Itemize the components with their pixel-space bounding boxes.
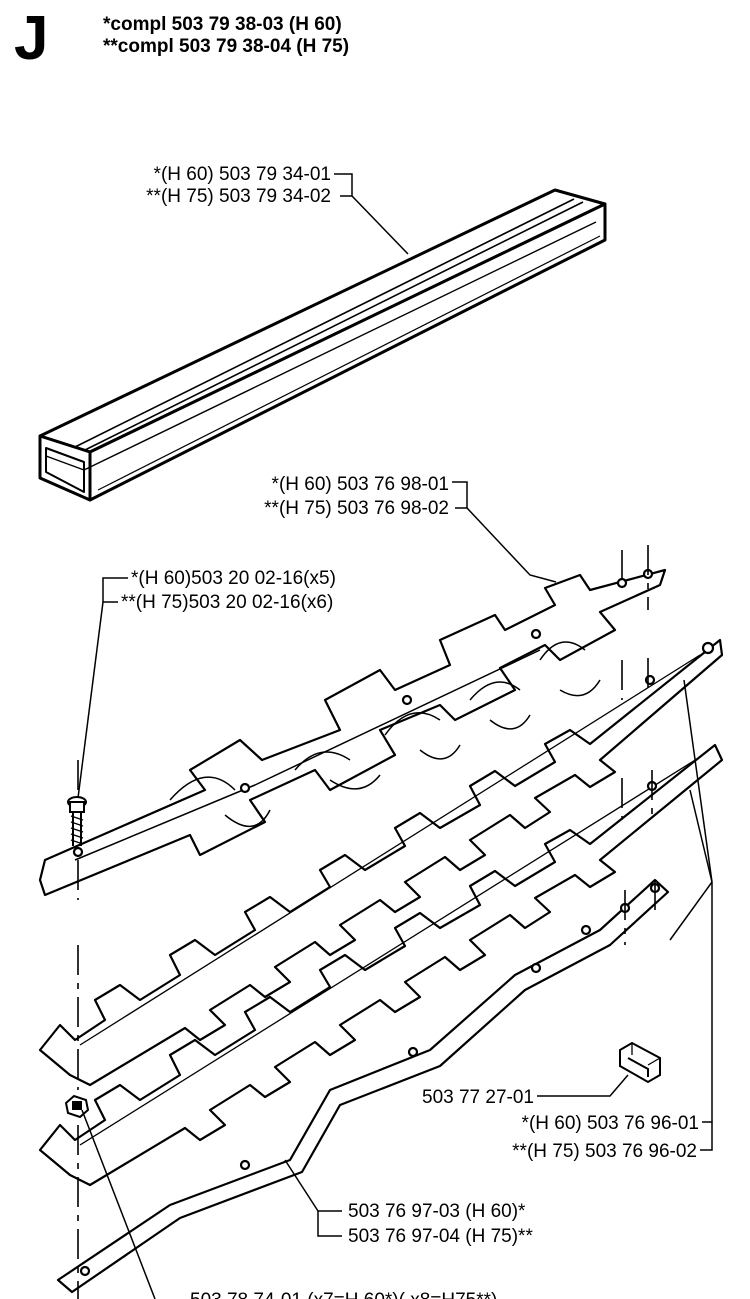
- lower-blade-label-h75: **(H 75) 503 76 96-02: [512, 1141, 697, 1162]
- lower-blade-2-drawing: [38, 743, 724, 1187]
- assembly-header-h60: *compl 503 79 38-03 (H 60): [103, 14, 342, 35]
- backing-strip-drawing: [56, 878, 670, 1294]
- guard-bar-label-h75: **(H 75) 503 79 34-02: [146, 186, 331, 207]
- upper-blade-label-h60: *(H 60) 503 76 98-01: [272, 474, 449, 495]
- nut-drawing: [64, 1094, 90, 1119]
- upper-blade-label-h75: **(H 75) 503 76 98-02: [264, 498, 449, 519]
- lower-blade-label-h60: *(H 60) 503 76 96-01: [522, 1113, 699, 1134]
- leader-lines: [77, 173, 713, 1299]
- callouts: *(H 60) 503 79 34-01 **(H 75) 503 79 34-…: [121, 164, 699, 1299]
- backing-strip-label-h60: 503 76 97-03 (H 60)*: [348, 1201, 526, 1222]
- clip-drawing: [619, 1041, 661, 1084]
- bolt-label-h75: **(H 75)503 20 02-16(x6): [121, 592, 333, 613]
- assembly-header-h75: **compl 503 79 38-04 (H 75): [103, 36, 350, 57]
- clip-label: 503 77 27-01: [422, 1087, 534, 1108]
- bolt-drawing: [67, 796, 87, 846]
- guard-bar-drawing: [38, 188, 607, 502]
- alignment-lines: [77, 545, 656, 1299]
- upper-blade-drawing: [38, 568, 667, 897]
- backing-strip-label-h75: 503 76 97-04 (H 75)**: [348, 1226, 533, 1247]
- assembly-header: *compl 503 79 38-03 (H 60) **compl 503 7…: [103, 14, 349, 58]
- nut-label: 503 78 74-01 (x7=H 60*)( x8=H75**): [190, 1290, 497, 1299]
- lower-blade-drawing: [38, 638, 724, 1087]
- guard-bar-label-h60: *(H 60) 503 79 34-01: [154, 164, 331, 185]
- bolt-label-h60: *(H 60)503 20 02-16(x5): [131, 568, 336, 589]
- section-letter: J: [14, 4, 49, 73]
